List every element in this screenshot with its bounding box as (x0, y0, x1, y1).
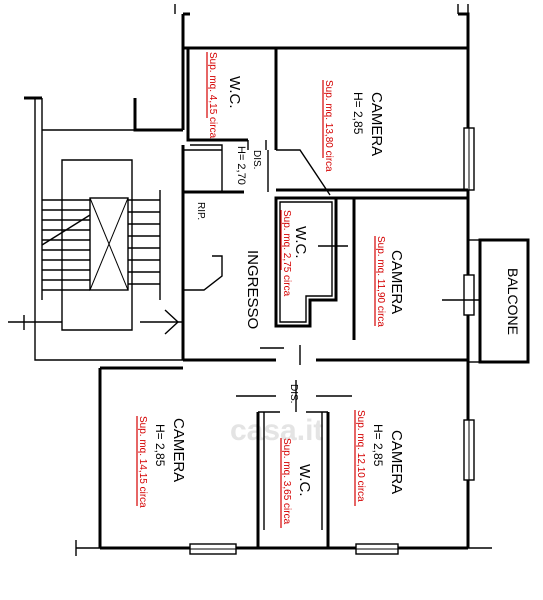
room-name: W.C. (296, 464, 313, 497)
room-name: INGRESSO (244, 250, 261, 329)
room-camera-mid: CAMERA Sup. mq. 11,90 circa (374, 236, 405, 327)
windows-right (463, 127, 475, 481)
interior-walls-lower (183, 345, 468, 548)
stairwell (8, 96, 183, 361)
room-dis-top: DIS. H= 2,70 (235, 146, 262, 185)
room-height: H= 2,85 (371, 424, 385, 467)
room-wc-bottom: W.C. Sup. mq. 3,65 circa (280, 438, 313, 528)
room-height: H= 2,70 (235, 146, 247, 185)
room-dis-bottom: DIS. (288, 384, 299, 403)
area-label: Sup. mq. 13,80 circa (323, 80, 334, 172)
room-name: W.C. (292, 226, 309, 259)
room-name: RIP. (195, 202, 206, 220)
room-height: H= 2,85 (153, 424, 167, 467)
room-name: W.C. (226, 76, 243, 109)
room-camera-top: CAMERA H= 2,85 Sup. mq. 13,80 circa (322, 80, 385, 172)
area-label: Sup. mq. 2,75 circa (281, 210, 292, 297)
area-label: Sup. mq. 4,15 circa (207, 52, 218, 139)
room-camera-right: CAMERA H= 2,85 Sup. mq. 12,10 circa (354, 410, 405, 506)
room-name: BALCONE (505, 268, 521, 335)
watermark: casa.it (230, 414, 323, 447)
room-balcone: BALCONE (505, 268, 521, 335)
area-label: Sup. mq. 11,90 circa (375, 236, 386, 327)
outer-corner-top-right (174, 4, 469, 14)
balcony (442, 238, 530, 364)
room-name: CAMERA (388, 250, 405, 314)
room-name: DIS. (288, 384, 299, 403)
room-wc-mid: W.C. Sup. mq. 2,75 circa (280, 210, 309, 297)
room-wc-top: W.C. Sup. mq. 4,15 circa (206, 52, 243, 139)
room-name: DIS. (251, 150, 262, 169)
room-ingresso: INGRESSO (244, 250, 261, 329)
room-rip: RIP. (195, 202, 206, 220)
room-height: H= 2,85 (351, 92, 365, 135)
room-name: CAMERA (368, 92, 385, 156)
interior-walls-upper (183, 48, 468, 340)
area-label: Sup. mq. 3,65 circa (281, 438, 292, 525)
area-label: Sup. mq. 14,15 circa (137, 416, 148, 508)
outer-walls (98, 12, 470, 550)
room-name: CAMERA (170, 418, 187, 482)
windows-bottom (75, 540, 492, 556)
area-label: Sup. mq. 12,10 circa (355, 410, 366, 502)
room-name: CAMERA (388, 430, 405, 494)
room-camera-left: CAMERA H= 2,85 Sup. mq. 14,15 circa (136, 416, 187, 508)
